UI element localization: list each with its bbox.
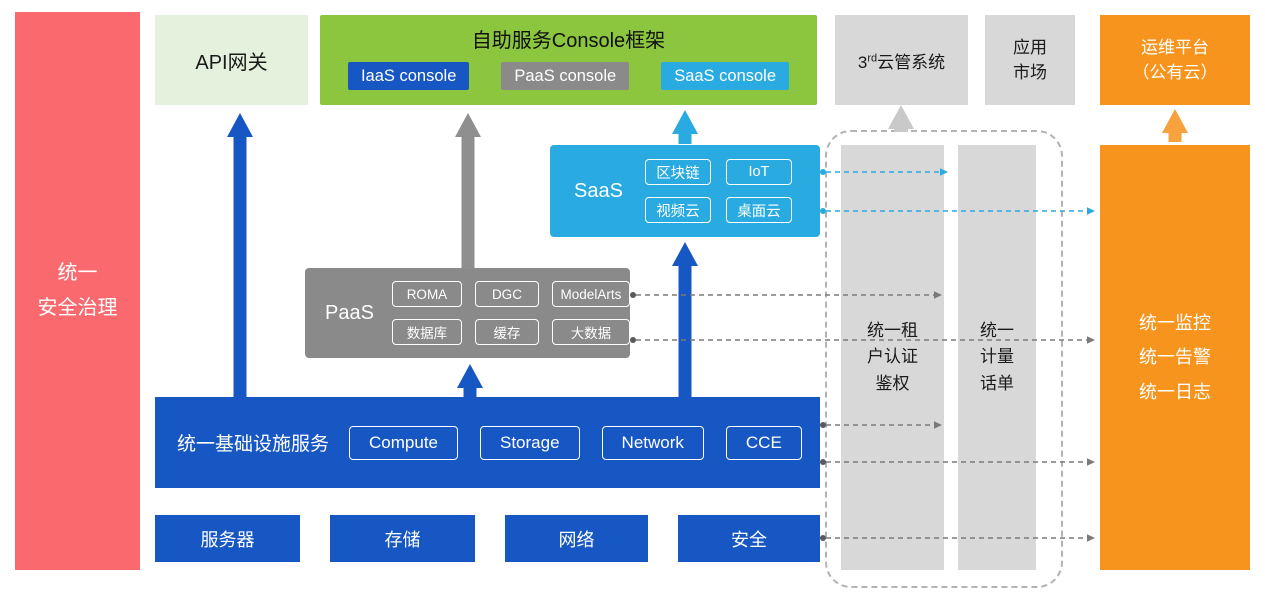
connector-dot <box>630 337 636 343</box>
tenant-auth-line1: 统一租 <box>867 320 918 340</box>
saas-item-desktop-cloud: 桌面云 <box>725 197 792 223</box>
app-market-line1: 应用 <box>1013 37 1047 57</box>
metering-billing-bar: 统一 计量 话单 <box>958 145 1036 570</box>
app-market-line2: 市场 <box>1013 63 1047 82</box>
saas-box: SaaS 区块链 IoT 视频云 桌面云 <box>550 145 820 237</box>
api-gateway-box: API网关 <box>155 15 308 105</box>
api-gateway-label: API网关 <box>195 51 268 74</box>
paas-box: PaaS ROMA DGC ModelArts 数据库 缓存 大数据 <box>305 268 630 358</box>
console-buttons-row: IaaS console PaaS console SaaS console <box>320 62 817 90</box>
saas-label: SaaS <box>574 179 623 202</box>
paas-item-roma: ROMA <box>391 281 462 307</box>
infra-item-storage: Storage <box>480 425 580 460</box>
shared-services-dashed-container <box>825 130 1063 588</box>
metering-line2: 计量 <box>980 347 1014 367</box>
ops-platform-line2: （公有云） <box>1132 63 1218 82</box>
infra-item-compute: Compute <box>349 425 458 460</box>
saas-items-grid: 区块链 IoT 视频云 桌面云 <box>644 159 792 223</box>
paas-items-grid: ROMA DGC ModelArts 数据库 缓存 大数据 <box>391 281 630 345</box>
hardware-network-box: 网络 <box>505 515 648 562</box>
paas-item-dgc: DGC <box>474 281 539 307</box>
monitoring-line2: 统一告警 <box>1139 347 1211 368</box>
ops-platform-box: 运维平台 （公有云） <box>1100 15 1250 105</box>
saas-item-iot: IoT <box>725 159 792 185</box>
third-party-cloud-box: 3rd云管系统 <box>835 15 968 105</box>
paas-item-cache: 缓存 <box>474 319 539 345</box>
console-framework-box: 自助服务Console框架 IaaS console PaaS console … <box>320 15 817 105</box>
metering-line3: 话单 <box>980 373 1014 393</box>
metering-line1: 统一 <box>980 320 1014 340</box>
tenant-auth-line3: 鉴权 <box>875 373 910 393</box>
infra-item-network: Network <box>601 425 704 460</box>
infra-item-cce: CCE <box>725 425 802 460</box>
monitoring-bar: 统一监控 统一告警 统一日志 <box>1100 145 1250 570</box>
third-party-cloud-label: 3rd云管系统 <box>857 51 946 72</box>
monitoring-line1: 统一监控 <box>1139 313 1211 334</box>
hardware-storage-box: 存储 <box>330 515 475 562</box>
tenant-auth-line2: 户认证 <box>867 347 918 367</box>
infrastructure-items-row: Compute Storage Network CCE <box>349 425 802 460</box>
connector-dot <box>630 292 636 298</box>
monitoring-line3: 统一日志 <box>1139 381 1211 402</box>
app-market-box: 应用 市场 <box>985 15 1075 105</box>
third-party-sup: rd <box>867 51 878 64</box>
ops-platform-line1: 运维平台 <box>1141 37 1209 57</box>
security-governance-line2: 安全治理 <box>37 297 118 319</box>
saas-item-blockchain: 区块链 <box>644 159 711 185</box>
saas-item-video-cloud: 视频云 <box>644 197 711 223</box>
infrastructure-label: 统一基础设施服务 <box>177 434 330 455</box>
hardware-security-box: 安全 <box>678 515 820 562</box>
security-governance-bar: 统一 安全治理 <box>15 12 140 570</box>
paas-label: PaaS <box>325 301 374 324</box>
paas-item-database: 数据库 <box>391 319 462 345</box>
paas-item-bigdata: 大数据 <box>551 319 630 345</box>
hardware-server-box: 服务器 <box>155 515 300 562</box>
iaas-console-button: IaaS console <box>347 62 470 90</box>
saas-console-button: SaaS console <box>661 62 790 90</box>
paas-console-button: PaaS console <box>501 62 630 90</box>
infrastructure-box: 统一基础设施服务 Compute Storage Network CCE <box>155 397 820 488</box>
console-framework-title: 自助服务Console框架 <box>471 30 666 52</box>
security-governance-line1: 统一 <box>57 262 98 284</box>
tenant-auth-bar: 统一租 户认证 鉴权 <box>841 145 944 570</box>
paas-item-modelarts: ModelArts <box>551 281 630 307</box>
